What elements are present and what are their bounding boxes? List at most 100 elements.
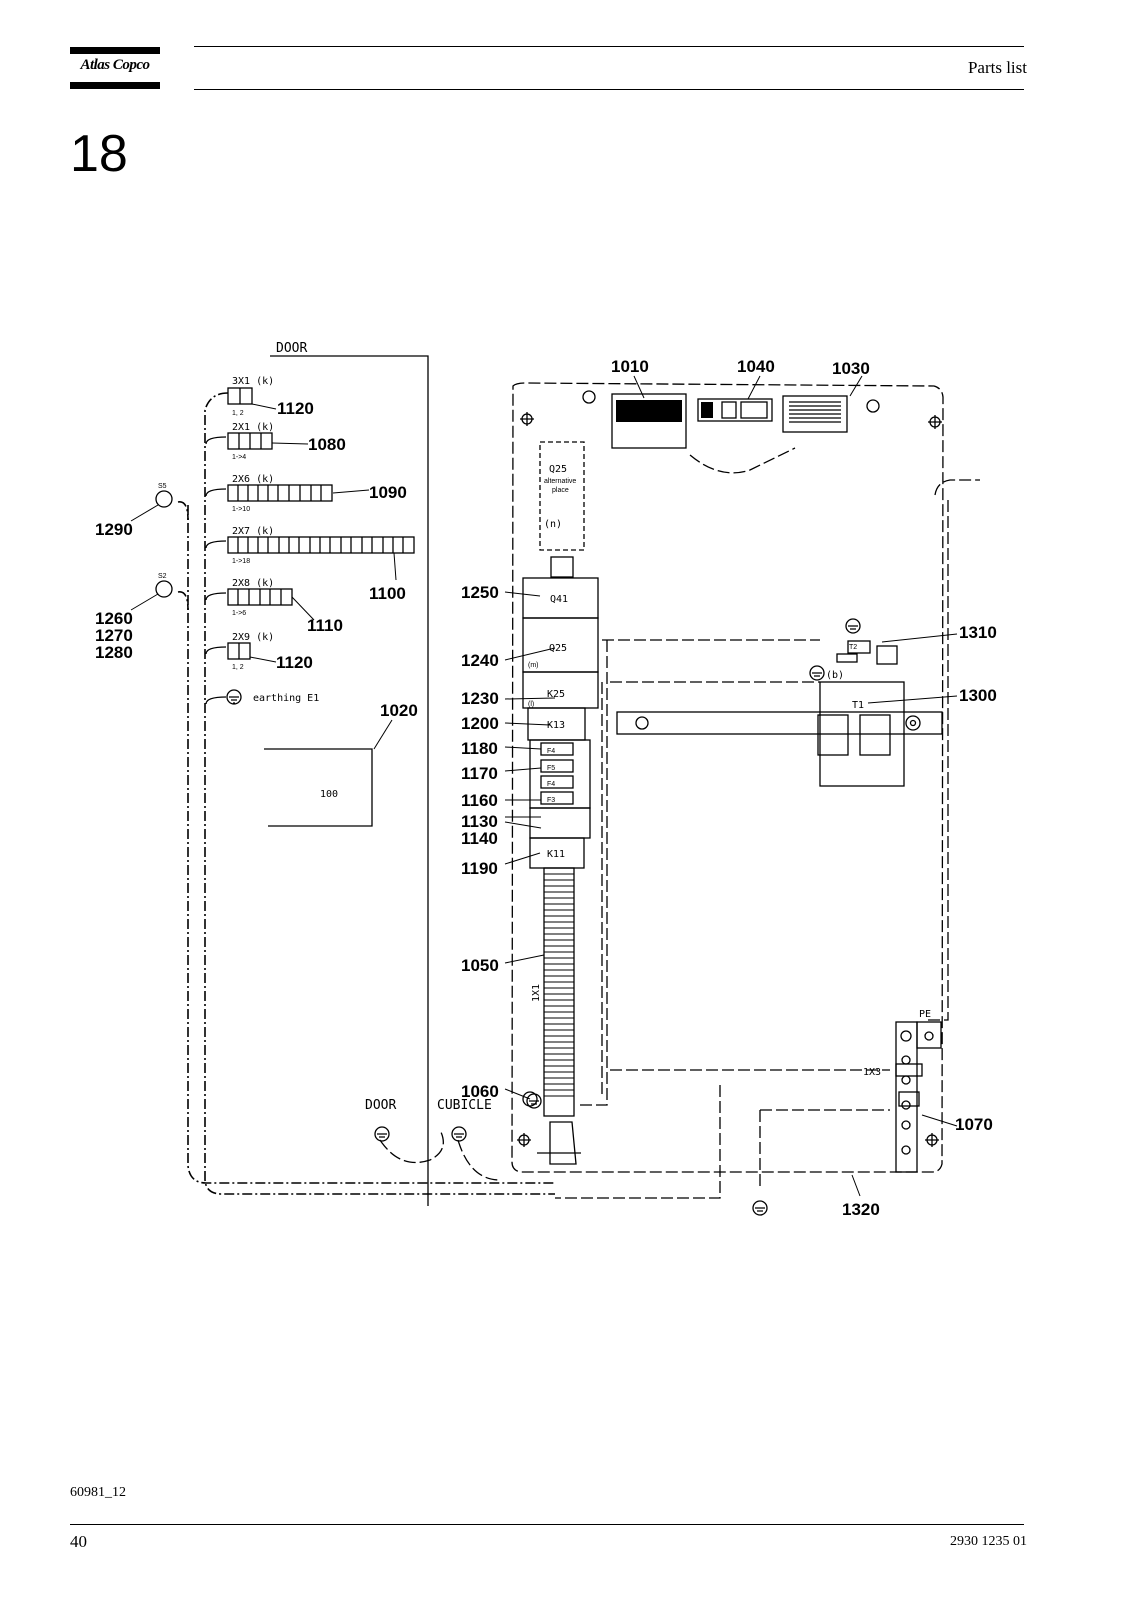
callout-1270: 1270 [95, 626, 133, 645]
label-earthing: earthing E1 [253, 693, 319, 704]
header-rule-top [194, 46, 1024, 47]
callout-1100: 1100 [369, 584, 406, 603]
earth-symbols [374, 1093, 768, 1216]
range-3x1: 1, 2 [232, 410, 244, 417]
fuse-block [529, 739, 591, 809]
component-box-100 [264, 748, 373, 827]
label-f4a: F4 [547, 748, 555, 755]
callout-1130: 1130 [461, 812, 498, 831]
label-t2: T2 [849, 644, 857, 651]
label-t1: T1 [852, 700, 864, 711]
terminal-strip-2x7 [227, 536, 415, 554]
logo-wordmark: Atlas Copco [80, 57, 150, 73]
page-title: Parts list [967, 58, 1027, 77]
callout-leaders [130, 375, 958, 1197]
label-2x7: 2X7 (k) [232, 526, 274, 537]
callout-1090: 1090 [369, 483, 407, 502]
label-alt-place-2: place [552, 487, 569, 494]
mounting-bar [616, 711, 943, 735]
label-1x1: 1X1 [531, 984, 542, 1002]
range-2x1: 1->4 [232, 454, 246, 461]
door-outline [270, 355, 429, 1206]
transformer-t2 [836, 640, 898, 665]
callout-1120b: 1120 [276, 653, 313, 672]
label-q25-alt: Q25 [549, 464, 567, 475]
cubicle-enclosure [511, 382, 944, 1173]
cable-duct-1x1 [537, 867, 581, 1165]
callout-1010: 1010 [611, 357, 649, 376]
callout-1180: 1180 [461, 739, 498, 758]
callout-1120a: 1120 [277, 399, 314, 418]
range-2x9: 1, 2 [232, 664, 244, 671]
range-2x6: 1->10 [232, 506, 250, 513]
label-2x1: 2X1 (k) [232, 422, 274, 433]
callout-1250: 1250 [461, 583, 499, 602]
callout-1160: 1160 [461, 791, 498, 810]
logo-top-bar [70, 47, 160, 54]
figure-reference: 60981_12 [70, 1485, 126, 1500]
label-n: (n) [544, 519, 562, 530]
transformer-t1 [819, 681, 905, 787]
label-1x3: 1X3 [863, 1067, 881, 1078]
display-module-1040 [697, 398, 773, 422]
terminal-strip-3x1 [227, 387, 253, 405]
callout-1230: 1230 [461, 689, 499, 708]
label-box-100: 100 [320, 789, 338, 800]
terminal-strip-2x8 [227, 588, 293, 606]
callout-1290: 1290 [95, 520, 133, 539]
callout-1240: 1240 [461, 651, 499, 670]
callout-1140: 1140 [461, 829, 498, 848]
nameplate-1030 [782, 395, 848, 433]
label-m: (m) [528, 662, 539, 669]
terminal-strip-2x9 [227, 642, 251, 660]
callout-1110: 1110 [307, 616, 343, 635]
door-cable-outer [204, 392, 555, 1195]
callout-1060: 1060 [461, 1082, 499, 1101]
label-k25: K25 [547, 689, 565, 700]
label-q41: Q41 [550, 594, 568, 605]
callout-1280: 1280 [95, 643, 133, 662]
label-door-lower: DOOR [365, 1098, 396, 1113]
mounting-holes [517, 390, 942, 1147]
label-f4b: F4 [547, 781, 555, 788]
callout-1200: 1200 [461, 714, 499, 733]
callout-1080: 1080 [308, 435, 346, 454]
callout-1030: 1030 [832, 359, 870, 378]
callout-1170: 1170 [461, 764, 498, 783]
callout-1020: 1020 [380, 701, 418, 720]
callout-1050: 1050 [461, 956, 499, 975]
label-2x9: 2X9 (k) [232, 632, 274, 643]
label-k13: K13 [547, 720, 565, 731]
indicator-panel-1010 [611, 393, 687, 449]
terminal-strip-2x1 [227, 432, 273, 450]
switch-s2 [155, 580, 173, 598]
section-number: 18 [70, 125, 128, 183]
document-number: 2930 1235 01 [950, 1534, 1027, 1549]
page-number: 40 [70, 1532, 87, 1551]
callout-1310: 1310 [959, 623, 997, 642]
label-pe: PE [919, 1009, 931, 1020]
callout-1320: 1320 [842, 1200, 880, 1219]
footer-rule [70, 1524, 1024, 1525]
terminal-strip-2x6 [227, 484, 333, 502]
label-f3: F3 [547, 797, 555, 804]
label-alt-place-1: alternative [544, 478, 576, 485]
range-2x8: 1->6 [232, 610, 246, 617]
logo-bottom-bar [70, 82, 160, 89]
callout-1300: 1300 [959, 686, 997, 705]
label-2x8: 2X8 (k) [232, 578, 274, 589]
range-2x7: 1->18 [232, 558, 250, 565]
terminal-block-1130-1140 [529, 807, 591, 839]
label-q25: Q25 [549, 643, 567, 654]
callout-1040: 1040 [737, 357, 775, 376]
door-cable-inner [187, 505, 555, 1184]
label-3x1: 3X1 (k) [232, 376, 274, 387]
label-f5: F5 [547, 765, 555, 772]
callout-1260: 1260 [95, 609, 133, 628]
label-b: (b) [826, 670, 844, 681]
label-2x6: 2X6 (k) [232, 474, 274, 485]
label-cubicle: CUBICLE [437, 1098, 492, 1113]
door-label: DOOR [276, 341, 307, 356]
callout-1190: 1190 [461, 859, 498, 878]
